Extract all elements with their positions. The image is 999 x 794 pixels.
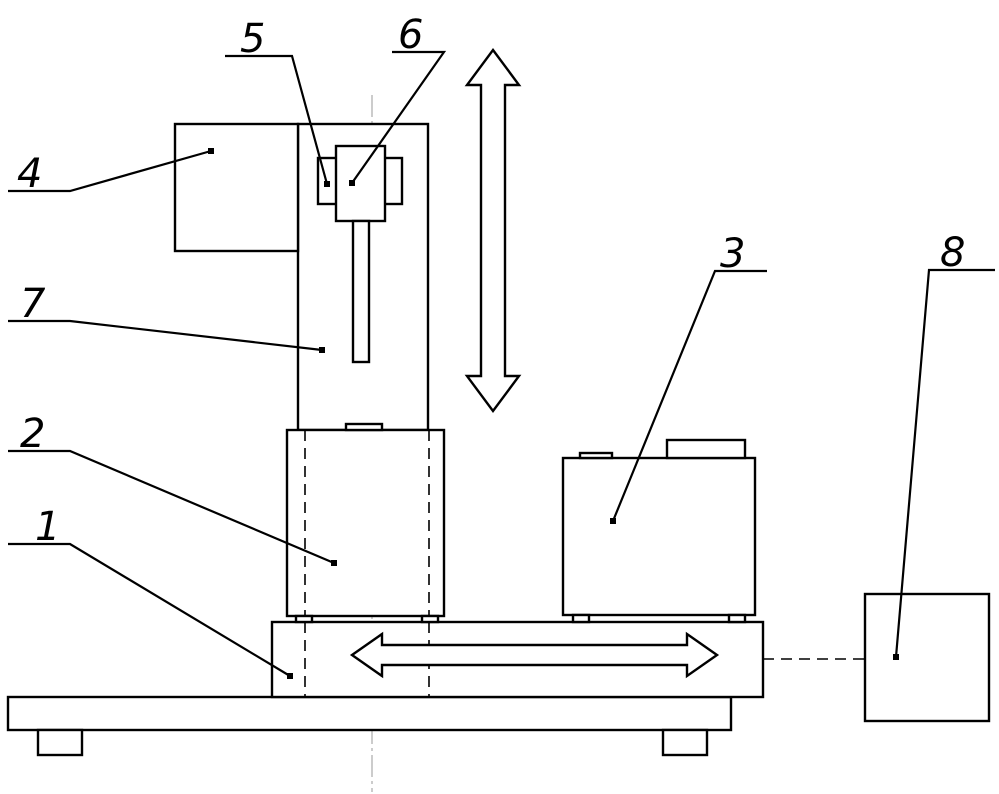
- leader-dot-6: [349, 180, 355, 186]
- block-foot-left: [573, 615, 589, 622]
- rod: [353, 221, 369, 362]
- housing-top-cap: [346, 424, 382, 430]
- leader-line-7: [8, 321, 322, 350]
- part-label-4: 4: [17, 151, 42, 197]
- leader-line-1: [8, 544, 290, 676]
- part-label-5: 5: [240, 16, 265, 62]
- foot-right: [663, 730, 707, 755]
- housing-part-2: [287, 430, 444, 616]
- housing-foot-right: [422, 616, 438, 622]
- base-plate: [8, 697, 731, 730]
- leader-dot-4: [208, 148, 214, 154]
- box-part-4: [175, 124, 298, 251]
- block-top-cap-right: [667, 440, 745, 458]
- leader-dot-8: [893, 654, 899, 660]
- block-top-cap-left: [580, 453, 612, 458]
- box-part-8: [865, 594, 989, 721]
- head-part-6: [336, 146, 385, 221]
- part-label-6: 6: [398, 12, 423, 58]
- foot-left: [38, 730, 82, 755]
- leader-dot-1: [287, 673, 293, 679]
- housing-foot-left: [296, 616, 312, 622]
- part-label-8: 8: [940, 230, 965, 276]
- part-label-1: 1: [35, 504, 60, 550]
- part-label-2: 2: [20, 411, 45, 457]
- block-foot-right: [729, 615, 745, 622]
- leader-dot-5: [324, 181, 330, 187]
- vertical-motion-arrow: [467, 50, 519, 411]
- part-label-3: 3: [720, 231, 745, 277]
- leader-dot-7: [319, 347, 325, 353]
- block-part-3: [563, 458, 755, 615]
- leader-dot-2: [331, 560, 337, 566]
- part-label-7: 7: [20, 281, 46, 327]
- leader-dot-3: [610, 518, 616, 524]
